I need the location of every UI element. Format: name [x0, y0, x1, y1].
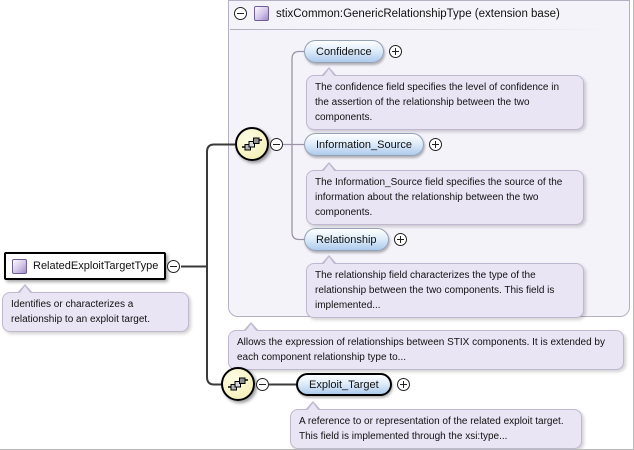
element-exploit-target[interactable]: Exploit_Target — [296, 373, 392, 396]
element-confidence[interactable]: Confidence — [304, 40, 384, 63]
information-source-expand-icon[interactable] — [429, 138, 442, 151]
extension-base-doc: Allows the expression of relationships b… — [228, 322, 624, 370]
element-relationship[interactable]: Relationship — [304, 228, 389, 251]
element-type-icon — [12, 258, 27, 274]
root-element-box[interactable]: RelatedExploitTargetType — [4, 252, 166, 280]
complex-type-icon — [254, 6, 269, 21]
root-element-label: RelatedExploitTargetType — [33, 260, 159, 272]
extension-base-title: stixCommon:GenericRelationshipType (exte… — [276, 7, 560, 20]
root-collapse-icon[interactable] — [167, 260, 180, 273]
sequence-glyph — [242, 137, 262, 151]
root-element-doc: Identifies or characterizes a relationsh… — [2, 284, 189, 332]
sequence-2-collapse-icon[interactable] — [256, 378, 269, 391]
relationship-doc: The relationship field characterizes the… — [306, 255, 584, 318]
panel-collapse-icon[interactable] — [234, 7, 247, 20]
exploit-target-doc: A reference to or representation of the … — [290, 401, 582, 449]
element-information-source[interactable]: Information_Source — [304, 133, 424, 156]
confidence-expand-icon[interactable] — [388, 45, 402, 58]
sequence-icon — [235, 127, 269, 161]
information-source-doc: The Information_Source field specifies t… — [306, 162, 584, 225]
panel-header-divider — [230, 29, 626, 30]
sequence-collapse-icon[interactable] — [270, 138, 283, 151]
sequence-glyph — [228, 377, 248, 391]
relationship-expand-icon[interactable] — [393, 233, 407, 246]
exploit-target-expand-icon[interactable] — [396, 378, 410, 391]
sequence-icon-2 — [221, 367, 255, 401]
confidence-doc: The confidence field specifies the level… — [306, 67, 584, 130]
